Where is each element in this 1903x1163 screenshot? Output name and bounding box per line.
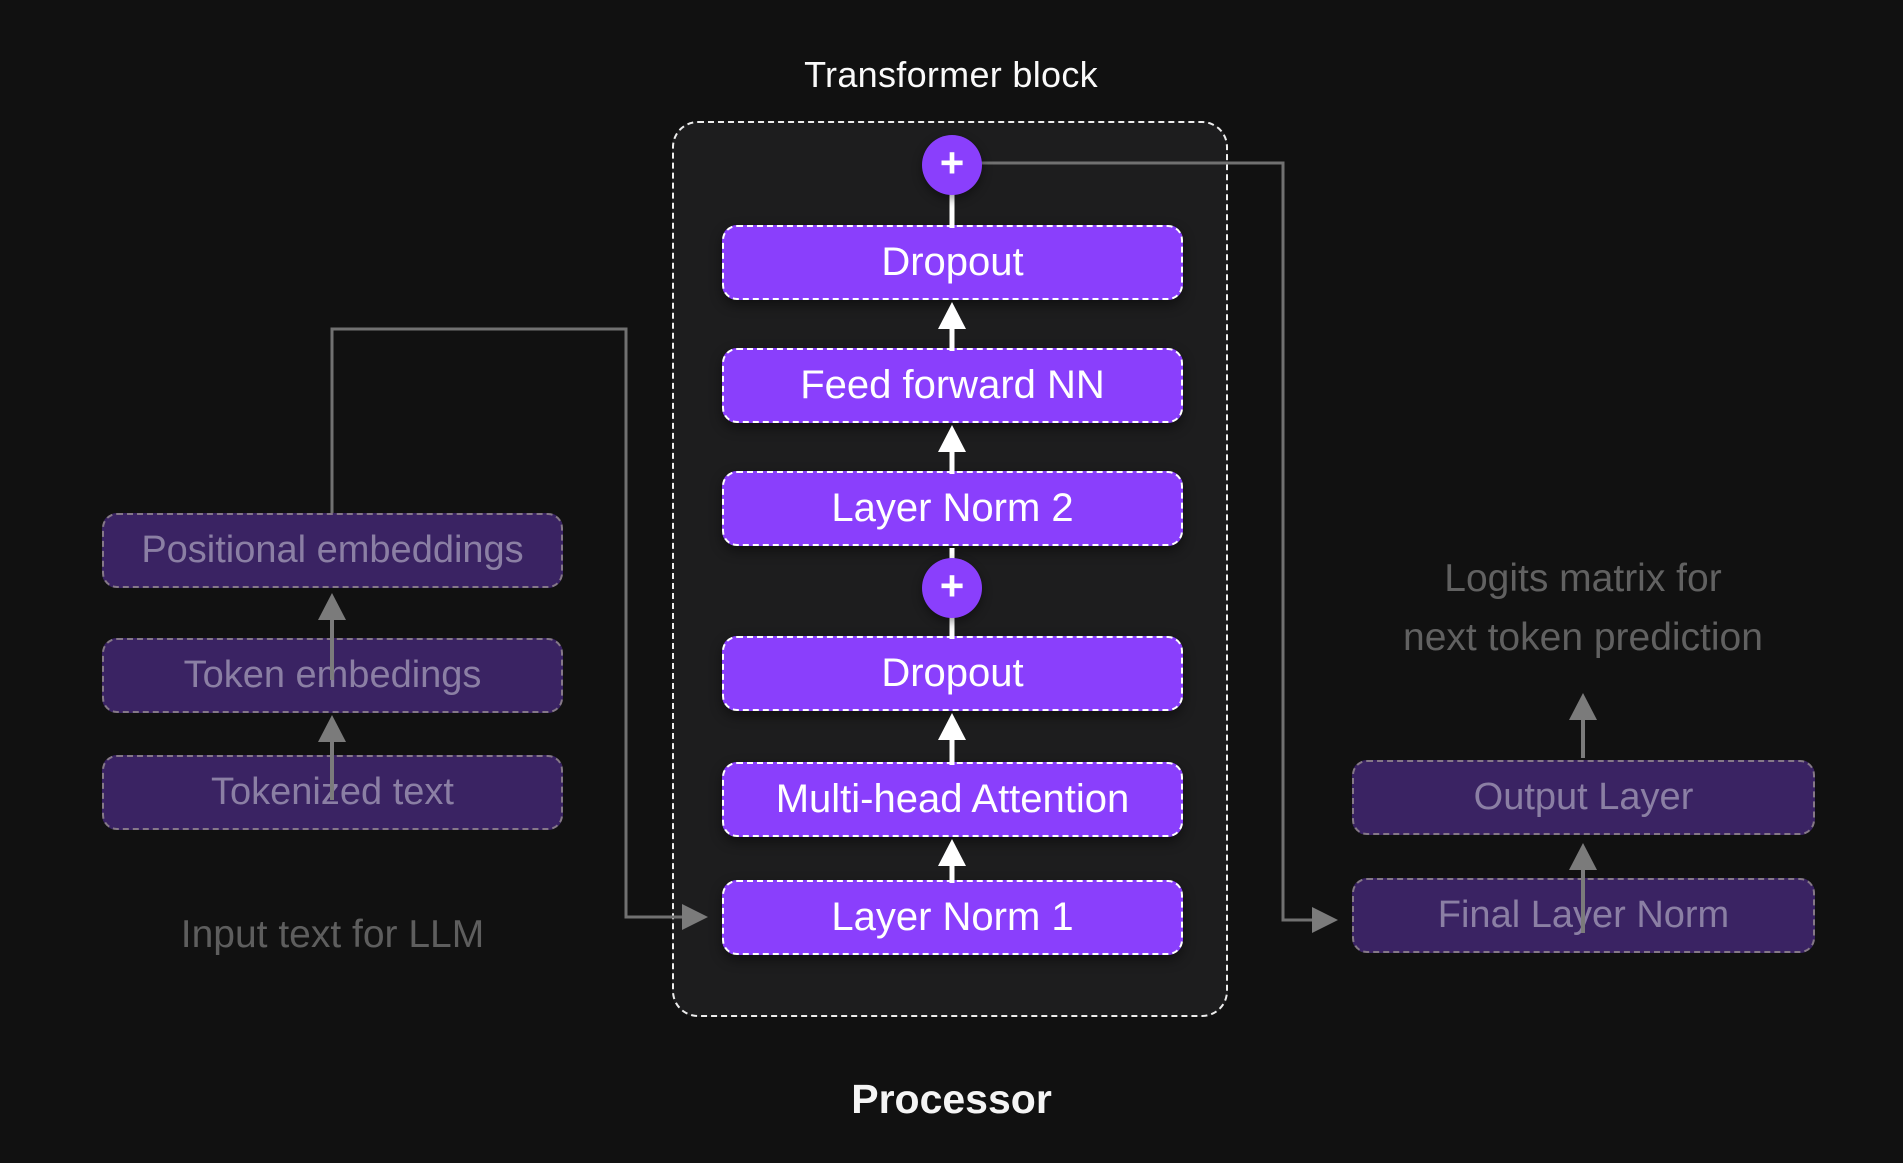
processor-label: Processor (851, 1076, 1052, 1122)
plus-icon: + (922, 135, 982, 195)
layer-label: Multi-head Attention (775, 777, 1130, 821)
layer-box-dropout-top: Dropout (722, 225, 1183, 300)
output-box-final-layer-norm: Final Layer Norm (1352, 878, 1815, 953)
arrowhead-right-icon (1312, 907, 1338, 933)
plus-glyph: + (939, 562, 965, 609)
layer-box-feed-forward: Feed forward NN (722, 348, 1183, 423)
arrowhead-up-icon (1569, 693, 1597, 720)
input-box-positional-embeddings: Positional embeddings (102, 513, 563, 588)
layer-box-multi-head-attention: Multi-head Attention (722, 762, 1183, 837)
arrowhead-up-icon (1569, 843, 1597, 870)
output-box-output-layer: Output Layer (1352, 760, 1815, 835)
plus-glyph: + (939, 139, 965, 186)
layer-label: Dropout (881, 240, 1024, 284)
input-box-tokenized-text: Tokenized text (102, 755, 563, 830)
layer-label: Layer Norm 1 (831, 895, 1074, 939)
layer-box-layer-norm-1: Layer Norm 1 (722, 880, 1183, 955)
layer-box-dropout-mid: Dropout (722, 636, 1183, 711)
layer-box-layer-norm-2: Layer Norm 2 (722, 471, 1183, 546)
logits-caption-line2: next token prediction (1403, 616, 1763, 659)
input-caption: Input text for LLM (180, 913, 485, 956)
output-box-label: Final Layer Norm (1437, 894, 1730, 936)
arrowhead-up-icon (318, 593, 346, 620)
input-box-label: Tokenized text (211, 771, 454, 813)
plus-icon: + (922, 558, 982, 618)
layer-label: Feed forward NN (800, 363, 1105, 407)
layer-label: Dropout (881, 651, 1024, 695)
arrowhead-up-icon (318, 715, 346, 742)
input-box-label: Positional embeddings (141, 529, 524, 571)
logits-caption: Logits matrix for next token prediction (1318, 549, 1848, 667)
diagram-title: Transformer block (804, 54, 1098, 95)
layer-label: Layer Norm 2 (831, 486, 1074, 530)
input-to-block-connector (330, 327, 708, 930)
input-box-label: Token embedings (183, 654, 482, 696)
logits-caption-line1: Logits matrix for (1444, 557, 1722, 600)
output-box-label: Output Layer (1473, 776, 1694, 818)
input-box-token-embeddings: Token embedings (102, 638, 563, 713)
arrow-output-layer-to-logits (1569, 693, 1597, 758)
